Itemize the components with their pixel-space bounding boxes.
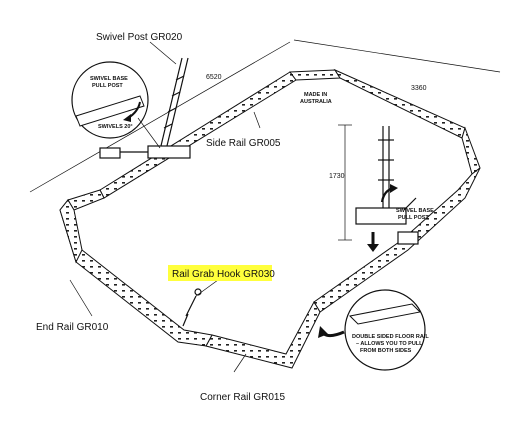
rail-frame — [59, 68, 481, 369]
swivel-arrows-right — [367, 184, 398, 252]
width-dimension: 3360 — [411, 85, 427, 92]
right-callout-line-2: PULL POST — [398, 215, 429, 221]
right-callout-line-1: SWIVEL BASE — [396, 208, 434, 214]
swivel-post-left — [99, 57, 191, 159]
left-callout-line-2: PULL POST — [92, 83, 123, 89]
swivel-post-label: Swivel Post GR020 — [96, 32, 183, 43]
floor-callout-line-2: – ALLOWS YOU TO PULL — [356, 341, 423, 347]
leader-lines — [69, 41, 261, 373]
side-rail-front — [205, 300, 321, 369]
corner-rail-right — [461, 126, 481, 175]
floor-callout-line-3: FROM BOTH SIDES — [360, 348, 412, 354]
floor-callout-line-1: DOUBLE SIDED FLOOR RAIL — [352, 334, 429, 340]
side-rail-back-right — [333, 68, 466, 139]
corner-rail-back-left — [67, 189, 105, 211]
swivels-note: SWIVELS 20° — [98, 124, 133, 130]
corner-rail-back-right — [289, 69, 341, 81]
label-highlight — [168, 265, 272, 281]
dimension-lines — [29, 39, 501, 241]
corner-rail-left — [59, 199, 83, 264]
swivel-base-callout-left — [71, 61, 161, 149]
swivel-post-right — [355, 126, 419, 245]
left-callout-line-1: SWIVEL BASE — [90, 76, 128, 82]
made-in-line-2: AUSTRALIA — [300, 99, 332, 105]
rail-grab-hook-label: Rail Grab Hook GR030 — [172, 269, 275, 280]
side-rail-label: Side Rail GR005 — [206, 138, 281, 149]
corner-rail-label: Corner Rail GR015 — [200, 392, 285, 403]
floor-rail-callout — [318, 289, 426, 371]
end-rail-label: End Rail GR010 — [36, 322, 109, 333]
length-dimension: 6520 — [206, 74, 222, 81]
made-in-line-1: MADE IN — [304, 92, 327, 98]
height-dimension: 1730 — [329, 173, 345, 180]
